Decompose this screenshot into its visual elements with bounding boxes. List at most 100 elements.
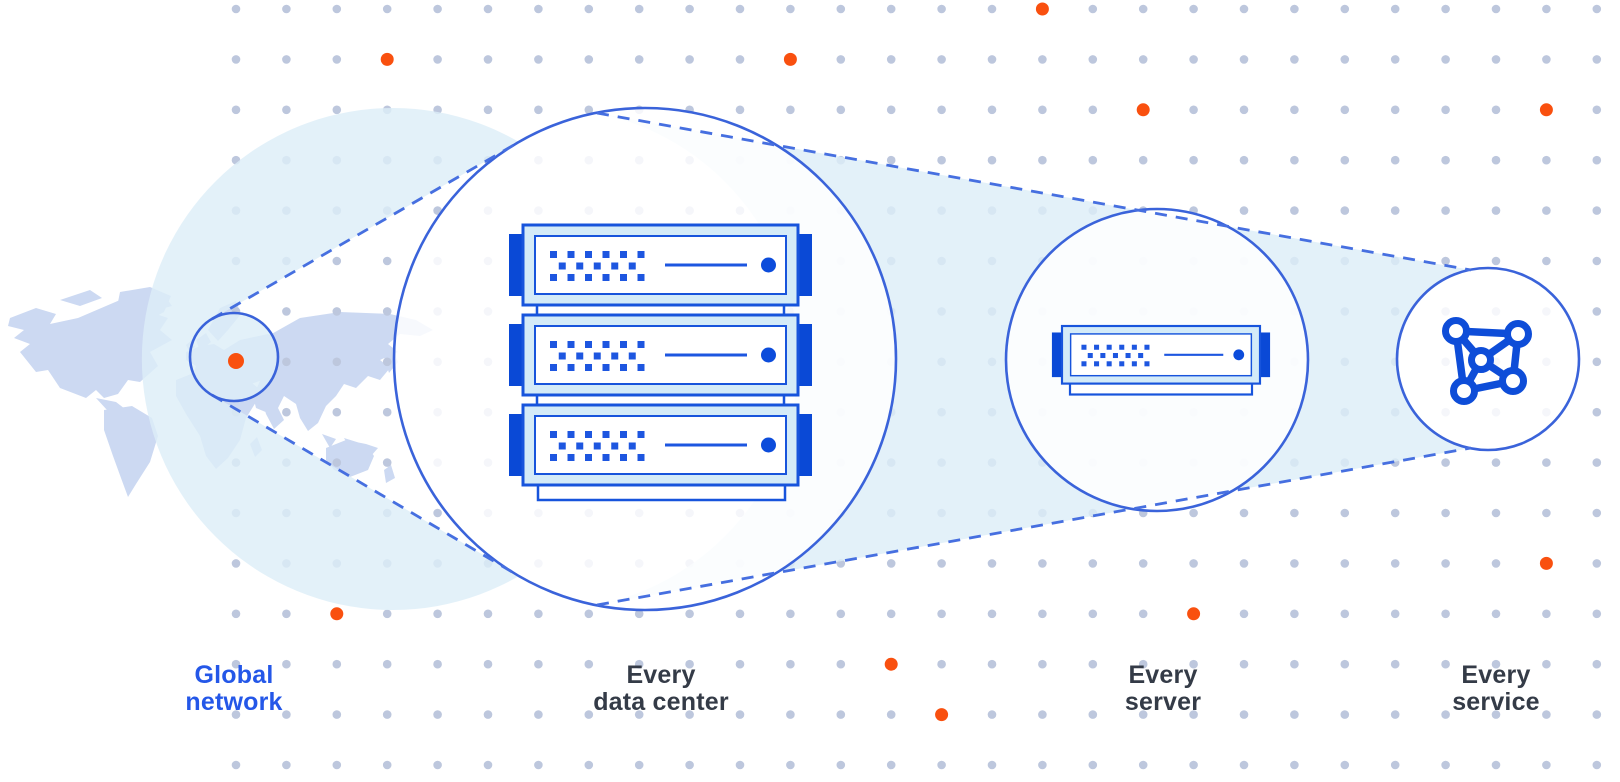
grid-dot: [886, 105, 896, 115]
grid-dot: [1592, 55, 1602, 64]
grid-dot: [685, 760, 694, 770]
grid-dot: [433, 710, 442, 719]
grid-dot: [987, 4, 997, 14]
grid-dot: [1239, 105, 1249, 115]
grid-dot: [987, 105, 997, 115]
server-rack: [507, 223, 814, 502]
grid-dot: [332, 659, 342, 669]
grid-dot: [382, 760, 392, 770]
grid-dot: [1592, 659, 1602, 669]
grid-dot: [886, 760, 896, 770]
accent-dot: [1539, 103, 1553, 117]
grid-dot: [937, 760, 946, 770]
grid-dot: [382, 256, 392, 266]
grid-dot: [1239, 155, 1249, 165]
grid-dot: [886, 609, 896, 619]
grid-dot: [1290, 710, 1299, 719]
grid-dot: [1340, 710, 1350, 719]
grid-dot: [1038, 710, 1047, 719]
grid-dot: [735, 609, 745, 619]
grid-dot: [282, 710, 291, 719]
grid-dot: [1340, 4, 1350, 14]
grid-dot: [282, 760, 291, 770]
grid-dot: [1390, 206, 1400, 215]
accent-dot: [935, 708, 949, 722]
grid-dot: [735, 659, 745, 669]
grid-dot: [634, 760, 644, 770]
grid-dot: [1592, 256, 1602, 266]
magnifier-dashed-lines: [211, 111, 1472, 607]
grid-dot: [987, 559, 997, 568]
grid-dot: [1189, 659, 1198, 669]
grid-dot: [483, 4, 493, 14]
grid-dot: [231, 55, 241, 64]
grid-dot: [1390, 4, 1400, 14]
grid-dot: [231, 559, 241, 568]
label-line: network: [185, 688, 283, 716]
grid-dot: [1189, 155, 1198, 165]
grid-dot: [1138, 659, 1148, 669]
grid-dot: [1290, 559, 1299, 568]
grid-dot: [1239, 206, 1249, 215]
grid-dot: [634, 710, 644, 719]
grid-dot: [1390, 55, 1400, 64]
grid-dot: [1390, 155, 1400, 165]
grid-dot: [1542, 256, 1551, 266]
grid-dot: [1441, 710, 1450, 719]
grid-dot: [1088, 55, 1098, 64]
grid-dot: [1239, 55, 1249, 64]
grid-dot: [987, 609, 997, 619]
label-every-data-center: Every data center: [593, 662, 729, 716]
grid-dot: [231, 105, 241, 115]
grid-dot: [1592, 4, 1602, 14]
grid-dot: [1390, 659, 1400, 669]
grid-dot: [1340, 609, 1350, 619]
grid-dot: [1138, 760, 1148, 770]
grid-dot: [483, 55, 493, 64]
grid-dot: [1390, 710, 1400, 719]
grid-dot: [1542, 659, 1551, 669]
grid-dot: [987, 760, 997, 770]
grid-dot: [1592, 609, 1602, 619]
beam-map-to-datacenter: [141, 107, 520, 610]
grid-dot: [1592, 508, 1602, 518]
grid-dot: [1290, 609, 1299, 619]
single-server: [1050, 324, 1272, 396]
grid-dot: [1088, 710, 1098, 719]
grid-dot: [332, 357, 342, 367]
grid-dot: [1239, 559, 1249, 568]
grid-dot: [584, 609, 594, 619]
map-highlight-circle: [188, 311, 280, 403]
grid-dot: [1592, 407, 1602, 417]
grid-dot: [1088, 659, 1098, 669]
grid-dot: [382, 710, 392, 719]
grid-dot: [483, 760, 493, 770]
label-line: server: [1124, 688, 1202, 716]
grid-dot: [332, 55, 342, 64]
grid-dot: [634, 609, 644, 619]
grid-dot: [836, 609, 846, 619]
grid-dot: [786, 609, 795, 619]
grid-dot: [1542, 55, 1551, 64]
grid-dot: [1290, 659, 1299, 669]
grid-dot: [282, 609, 291, 619]
grid-dot: [332, 760, 342, 770]
accent-dot: [330, 607, 344, 621]
grid-dot: [987, 659, 997, 669]
grid-dot: [382, 609, 392, 619]
grid-dot: [1592, 357, 1602, 367]
grid-dot: [836, 659, 846, 669]
grid-dot: [1138, 710, 1148, 719]
grid-dot: [1138, 609, 1148, 619]
accent-dot: [1187, 607, 1201, 621]
grid-dot: [1239, 710, 1249, 719]
grid-dot: [786, 659, 795, 669]
grid-dot: [1491, 659, 1501, 669]
grid-dot: [836, 55, 846, 64]
accent-dot: [1136, 103, 1150, 117]
server-unit-2: [507, 313, 814, 397]
grid-dot: [987, 155, 997, 165]
grid-dot: [1542, 508, 1551, 518]
grid-dot: [332, 307, 342, 316]
grid-dot: [1340, 559, 1350, 568]
